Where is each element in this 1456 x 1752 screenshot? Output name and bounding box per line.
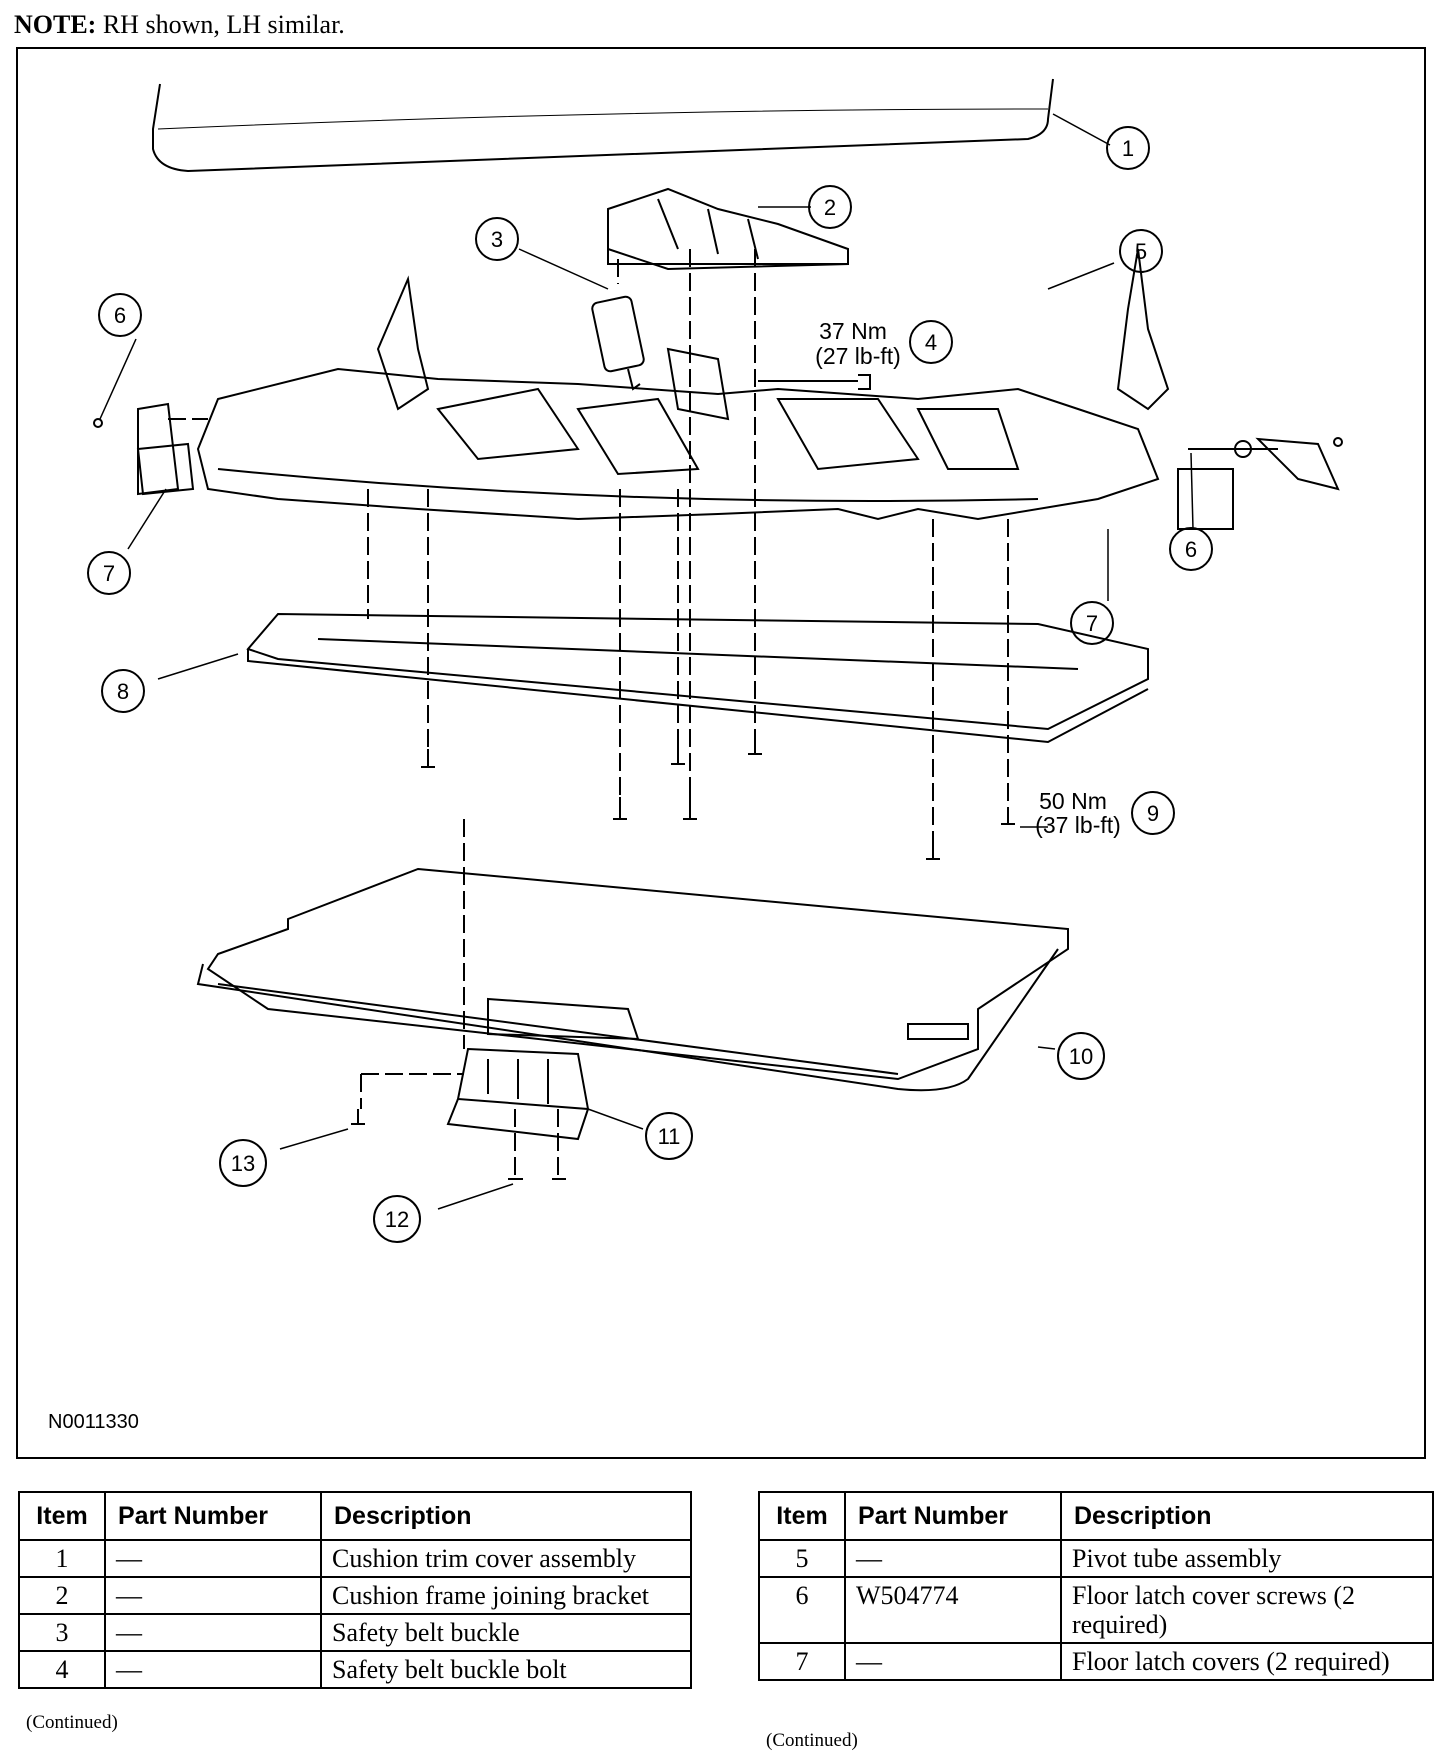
continued-right: (Continued) [766, 1730, 858, 1751]
part-cell: — [844, 1539, 1062, 1578]
item-cell: 6 [758, 1576, 846, 1644]
buckle-bolt [758, 374, 871, 390]
left-floor-latch [93, 402, 195, 496]
desc-cell: Floor latch covers (2 required) [1060, 1642, 1434, 1681]
part-cell: W504774 [844, 1576, 1062, 1644]
leader-lines [99, 113, 1194, 1210]
desc-cell: Cushion trim cover assembly [320, 1539, 692, 1578]
table-row: 5 — Pivot tube assembly [758, 1539, 1434, 1578]
header-description: Description [320, 1491, 692, 1541]
callout-9: 9 [1147, 801, 1159, 826]
callout-1: 1 [1122, 136, 1134, 161]
parts-table-left: Item Part Number Description 1 — Cushion… [18, 1491, 692, 1689]
item-cell: 1 [18, 1539, 106, 1578]
table-header-row: Item Part Number Description [18, 1491, 692, 1541]
seat-frame [196, 248, 1278, 521]
callout-4: 4 [925, 330, 937, 355]
table-row: 7 — Floor latch covers (2 required) [758, 1642, 1434, 1681]
callout-13: 13 [231, 1151, 255, 1176]
torque-4-nm: 37 Nm [819, 318, 887, 344]
item-cell: 3 [18, 1613, 106, 1652]
torque-9-lbft: (37 lb-ft) [1035, 812, 1121, 838]
exploded-view-figure: 1 2 3 4 5 6 6 7 7 8 9 10 11 12 13 37 Nm … [16, 47, 1426, 1459]
cushion-tray [196, 867, 1069, 1092]
desc-cell: Safety belt buckle [320, 1613, 692, 1652]
callouts [87, 126, 1213, 1243]
note-text: RH shown, LH similar. [96, 10, 345, 39]
part-cell: — [104, 1539, 322, 1578]
header-part-number: Part Number [104, 1491, 322, 1541]
desc-cell: Pivot tube assembly [1060, 1539, 1434, 1578]
header-description: Description [1060, 1491, 1434, 1541]
table-row: 2 — Cushion frame joining bracket [18, 1576, 692, 1615]
safety-belt-buckle [591, 295, 645, 391]
item-cell: 7 [758, 1642, 846, 1681]
right-floor-latch [1177, 437, 1343, 530]
callout-6-right: 6 [1185, 537, 1197, 562]
callout-10: 10 [1069, 1044, 1093, 1069]
table-row: 3 — Safety belt buckle [18, 1613, 692, 1652]
callout-7-right: 7 [1086, 611, 1098, 636]
table-row: 4 — Safety belt buckle bolt [18, 1650, 692, 1689]
exploded-view-drawing: 1 2 3 4 5 6 6 7 7 8 9 10 11 12 13 37 Nm … [87, 78, 1343, 1243]
item-cell: 4 [18, 1650, 106, 1689]
torque-9-nm: 50 Nm [1039, 788, 1107, 814]
table-row: 6 W504774 Floor latch cover screws (2 re… [758, 1576, 1434, 1644]
floor-plate [246, 612, 1149, 744]
storage-bin [446, 1047, 590, 1141]
continued-left: (Continued) [26, 1712, 118, 1733]
header-part-number: Part Number [844, 1491, 1062, 1541]
callout-11: 11 [658, 1124, 681, 1149]
bin-screws [351, 1109, 566, 1180]
callout-6-left: 6 [114, 303, 126, 328]
header-item: Item [18, 1491, 106, 1541]
figure-id: N0011330 [48, 1411, 139, 1433]
assembly-lines [168, 249, 1009, 1179]
callout-5: 5 [1135, 239, 1147, 264]
part-cell: — [104, 1613, 322, 1652]
part-cell: — [104, 1576, 322, 1615]
part-cell: — [104, 1650, 322, 1689]
table-header-row: Item Part Number Description [758, 1491, 1434, 1541]
callout-7-left: 7 [103, 561, 115, 586]
desc-cell: Safety belt buckle bolt [320, 1650, 692, 1689]
cushion-trim-cover [152, 78, 1054, 173]
floor-bolts [421, 734, 1015, 860]
desc-cell: Floor latch cover screws (2 required) [1060, 1576, 1434, 1644]
callout-2: 2 [824, 195, 836, 220]
part-cell: — [844, 1642, 1062, 1681]
desc-cell: Cushion frame joining bracket [320, 1576, 692, 1615]
parts-table-right: Item Part Number Description 5 — Pivot t… [758, 1491, 1434, 1681]
note-line: NOTE: RH shown, LH similar. [14, 10, 345, 40]
callout-12: 12 [385, 1207, 409, 1232]
table-row: 1 — Cushion trim cover assembly [18, 1539, 692, 1578]
header-item: Item [758, 1491, 846, 1541]
callout-8: 8 [117, 679, 129, 704]
joining-bracket [607, 187, 849, 271]
item-cell: 2 [18, 1576, 106, 1615]
callout-3: 3 [491, 227, 503, 252]
item-cell: 5 [758, 1539, 846, 1578]
note-prefix: NOTE: [14, 10, 97, 39]
torque-4-lbft: (27 lb-ft) [815, 343, 901, 369]
